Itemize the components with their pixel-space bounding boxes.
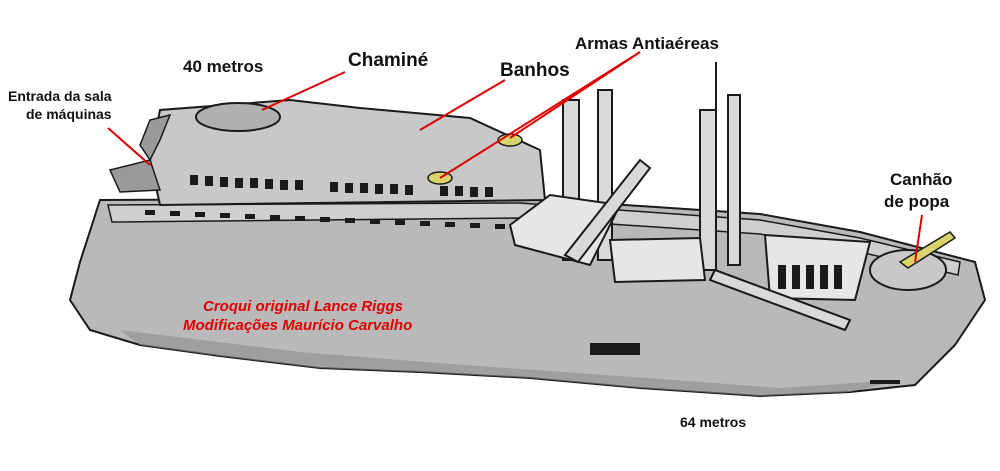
bridge-windows [190, 175, 493, 197]
label-length-bottom: 64 metros [680, 414, 747, 430]
label-baths: Banhos [500, 60, 570, 81]
cargo-booms [563, 158, 852, 332]
chimney-shape [195, 102, 281, 132]
cargo-hatches [508, 193, 872, 302]
label-engine-entry-line2: de máquinas [26, 106, 112, 122]
stern-gun-barrel [898, 231, 957, 269]
hull-damage-marks [590, 343, 900, 384]
label-engine-entry-line1: Entrada da sala [8, 88, 112, 104]
stern-gun-platform [869, 249, 947, 291]
superstructure-wreck-debris [108, 113, 172, 193]
label-stern-gun-line2: de popa [884, 192, 950, 211]
hull-deck-edge [107, 202, 961, 276]
label-aa-guns: Armas Antiaéreas [575, 34, 719, 53]
hull-shadow [120, 330, 900, 396]
label-stern-gun-line1: Canhão [890, 170, 953, 189]
leader-lines [107, 51, 923, 263]
hatch-slats [778, 265, 842, 289]
credit-line-1: Croqui original Lance Riggs [203, 298, 404, 315]
label-length-top: 40 metros [183, 57, 264, 76]
label-chimney: Chaminé [348, 50, 429, 71]
credit-line-2: Modificações Maurício Carvalho [183, 317, 413, 334]
